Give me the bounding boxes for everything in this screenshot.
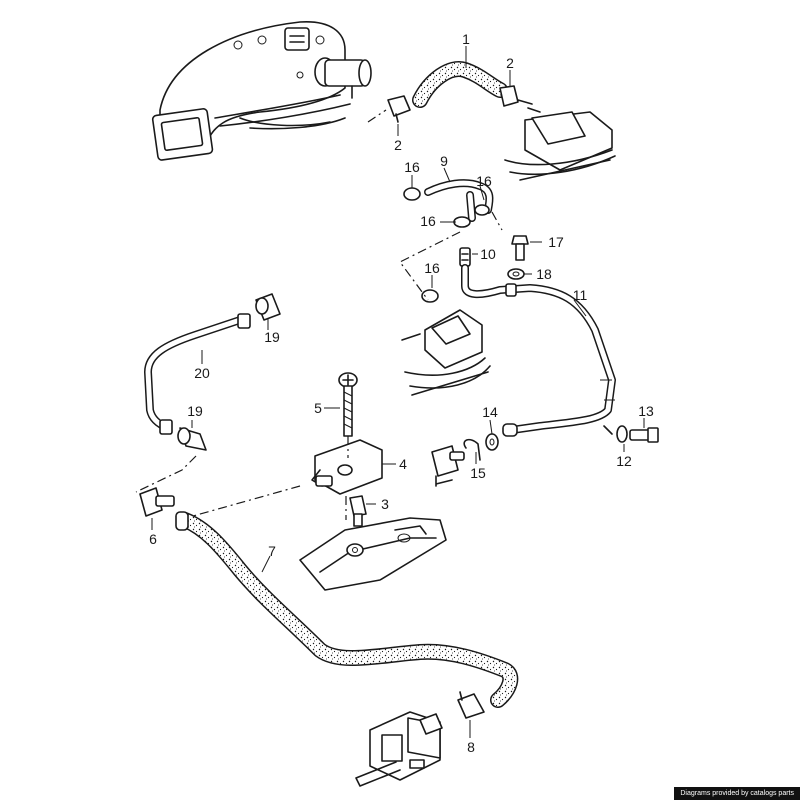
bolt-5 bbox=[338, 372, 358, 437]
assembly-line bbox=[367, 109, 387, 123]
callout-16: 16 bbox=[404, 159, 420, 175]
valve-assembly bbox=[355, 711, 443, 787]
callout-2: 2 bbox=[394, 137, 402, 153]
assembly-line bbox=[135, 455, 197, 493]
callout-16: 16 bbox=[424, 260, 440, 276]
hose-clamp-2a bbox=[387, 95, 411, 123]
valve-cover-upper bbox=[504, 107, 616, 181]
callouts: 1 2 2 16 9 16 16 10 17 18 16 11 19 20 5 … bbox=[149, 31, 654, 755]
clamp-8 bbox=[457, 691, 485, 719]
nipple-3 bbox=[349, 495, 367, 527]
diagram-credit-badge: Diagrams provided by catalogs parts bbox=[674, 787, 800, 800]
callout-16: 16 bbox=[420, 213, 436, 229]
callout-5: 5 bbox=[314, 400, 322, 416]
cylinder-head-cover bbox=[299, 517, 447, 591]
callout-2: 2 bbox=[506, 55, 514, 71]
callout-17: 17 bbox=[548, 234, 564, 250]
callout-11: 11 bbox=[573, 287, 588, 303]
callout-20: 20 bbox=[194, 365, 210, 381]
breather-pipe-11 bbox=[461, 264, 616, 437]
leader-lines bbox=[151, 46, 645, 738]
washer-14 bbox=[485, 433, 499, 451]
clip-15 bbox=[463, 438, 481, 461]
callout-19: 19 bbox=[264, 329, 280, 345]
assembly-line bbox=[491, 211, 503, 231]
bracket-4 bbox=[311, 439, 383, 495]
hose-1 bbox=[412, 61, 508, 108]
assembly-line-top bbox=[517, 99, 533, 105]
callout-6: 6 bbox=[149, 531, 157, 547]
callout-16: 16 bbox=[476, 173, 492, 189]
callout-1: 1 bbox=[462, 31, 470, 47]
callout-10: 10 bbox=[480, 246, 496, 262]
clamp-16d bbox=[421, 289, 439, 303]
clamp-16c bbox=[453, 216, 471, 228]
washer-12 bbox=[616, 425, 628, 443]
callout-9: 9 bbox=[440, 153, 448, 169]
pipe-bracket bbox=[603, 425, 613, 435]
callout-4: 4 bbox=[399, 456, 407, 472]
check-valve bbox=[431, 445, 465, 487]
assembly-line bbox=[185, 485, 301, 519]
callout-13: 13 bbox=[638, 403, 654, 419]
bolt-13 bbox=[629, 427, 659, 443]
sleeve-19b bbox=[177, 427, 207, 451]
callout-7: 7 bbox=[268, 543, 276, 559]
callout-15: 15 bbox=[470, 465, 486, 481]
callout-18: 18 bbox=[536, 266, 552, 282]
pipe-20 bbox=[144, 313, 251, 435]
callout-14: 14 bbox=[482, 404, 498, 420]
air-intake-housing bbox=[151, 21, 372, 161]
washer-18 bbox=[507, 268, 525, 280]
callout-8: 8 bbox=[467, 739, 475, 755]
clamp-16b bbox=[474, 204, 490, 216]
assembly-line bbox=[399, 231, 461, 301]
hose-7 bbox=[175, 511, 519, 708]
breather-housing bbox=[401, 309, 491, 396]
fitting-6 bbox=[139, 487, 175, 517]
sleeve-19a bbox=[255, 293, 281, 321]
clamp-16a bbox=[403, 187, 421, 201]
connector-10 bbox=[459, 247, 471, 267]
callout-19: 19 bbox=[187, 403, 203, 419]
hose-clamp-2b bbox=[499, 85, 519, 107]
bolt-17 bbox=[511, 235, 529, 261]
callout-3: 3 bbox=[381, 496, 389, 512]
callout-12: 12 bbox=[616, 453, 632, 469]
